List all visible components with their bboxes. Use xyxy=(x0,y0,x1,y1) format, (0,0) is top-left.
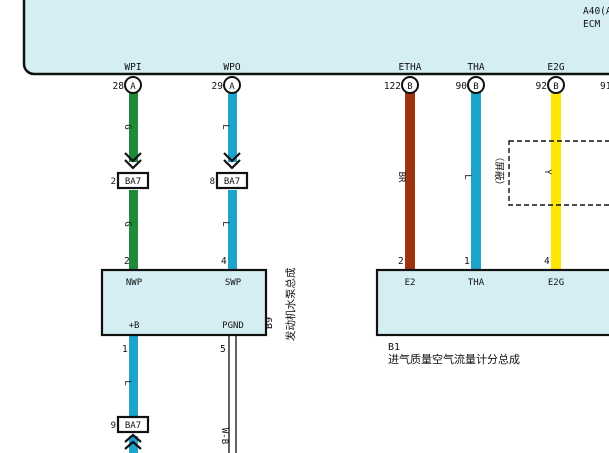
connector-letter: A xyxy=(130,82,136,92)
connector-chevron-icon xyxy=(223,152,241,170)
connector-letter: B xyxy=(473,82,478,92)
pump-name: 发动机水泵总成 xyxy=(284,267,297,341)
pump-pin-number: 2 xyxy=(124,256,130,267)
pin-number: 122 xyxy=(384,81,401,92)
connector-pin: 2 xyxy=(111,177,116,187)
connector-name: BA7 xyxy=(125,177,141,187)
connector-letter: B xyxy=(553,82,558,92)
connector-name: BA7 xyxy=(125,421,141,431)
ecm-block xyxy=(22,0,609,76)
pin-number: 91 xyxy=(600,81,609,92)
pin-name-wpi: WPI xyxy=(124,62,141,73)
connector-circle xyxy=(547,76,565,94)
pin-name-e2g: E2G xyxy=(547,62,564,73)
maf-pin-name: E2 xyxy=(405,278,416,288)
ecm-label: ECM xyxy=(583,19,600,30)
connector-chevron-icon xyxy=(124,433,142,450)
pin-name-wpo: WPO xyxy=(223,62,240,73)
pump-pin-name: SWP xyxy=(225,278,242,288)
ecm-pin-extra: 91 xyxy=(600,81,609,92)
pump-id: B9 xyxy=(264,317,275,329)
connector-circle xyxy=(467,76,485,94)
pump-pin-name: NWP xyxy=(126,278,143,288)
connector-chevron-icon xyxy=(124,152,142,170)
wire-color-label: G xyxy=(122,221,132,226)
wire-wpi-lower xyxy=(129,190,138,270)
connector-box xyxy=(116,171,150,190)
maf-pin-number: 1 xyxy=(464,256,470,267)
wire-color-label: G xyxy=(122,124,132,129)
wire-e2g xyxy=(551,92,561,270)
wire-color-label: L xyxy=(220,221,230,226)
inline-connector-ba7-bottom: BA7 9 xyxy=(111,415,150,450)
ecm-pin-e2g: 92 B xyxy=(536,76,565,94)
pump-pin-name: +B xyxy=(129,321,140,331)
wire-color-label: BR xyxy=(396,172,406,183)
ecm-pin-tha: 90 B xyxy=(456,76,485,94)
maf-pin-number: 4 xyxy=(544,256,550,267)
inline-connector-ba7-right: BA7 8 xyxy=(210,152,249,190)
pin-name-etha: ETHA xyxy=(399,62,422,73)
ecm-pin-etha: 122 B xyxy=(384,76,419,94)
wire-color-label: L xyxy=(220,124,230,129)
connector-box xyxy=(215,171,249,190)
maf-block xyxy=(375,268,609,337)
connector-circle xyxy=(223,76,241,94)
pump-pin-number: 4 xyxy=(221,256,227,267)
maf-id: B1 xyxy=(388,342,400,353)
connector-circle xyxy=(401,76,419,94)
maf-name: 进气质量空气流量计分总成 xyxy=(388,352,520,366)
maf-pin-name: THA xyxy=(468,278,485,288)
ecm-pin-wpi: 28 A xyxy=(113,76,142,94)
pin-number: 90 xyxy=(456,81,468,92)
pump-pin-number: 5 xyxy=(220,344,226,355)
shield-box xyxy=(508,140,609,206)
wire-b9-plus xyxy=(129,336,138,416)
maf-meter-b1: 2 1 4 E2 THA E2G B1 进气质量空气流量计分总成 xyxy=(375,256,609,366)
wire-color-label: W-B xyxy=(219,428,229,444)
inline-connector-ba7-left: BA7 2 xyxy=(111,152,150,190)
connector-name: BA7 xyxy=(224,177,240,187)
pump-pin-name: PGND xyxy=(222,321,244,331)
connector-pin: 8 xyxy=(210,177,215,187)
ecm-label-connector: A40(A xyxy=(583,6,609,17)
pin-name-tha: THA xyxy=(467,62,484,73)
wire-color-label: L xyxy=(122,380,132,385)
pump-block xyxy=(100,268,268,337)
wire-tha xyxy=(471,92,481,270)
wire-etha xyxy=(405,92,415,270)
wire-wpo-upper xyxy=(228,92,237,162)
wire-color-label: Y xyxy=(542,169,552,175)
connector-letter: B xyxy=(407,82,412,92)
connector-pin: 9 xyxy=(111,421,116,431)
pin-number: 92 xyxy=(536,81,547,92)
ecm-pin-wpo: 29 A xyxy=(212,76,241,94)
connector-circle xyxy=(124,76,142,94)
wire-color-label: L xyxy=(462,174,472,179)
water-pump-b9: 2 4 NWP SWP +B PGND 1 5 B9 发动机水泵总成 xyxy=(100,256,297,355)
wire-b9-plus-below xyxy=(129,436,138,453)
pin-number: 28 xyxy=(113,81,125,92)
pump-pin-number: 1 xyxy=(122,344,128,355)
pin-number: 29 xyxy=(212,81,224,92)
connector-letter: A xyxy=(229,82,235,92)
maf-pin-number: 2 xyxy=(398,256,404,267)
wire-wpi-upper xyxy=(129,92,138,162)
shield-label: （屏蔽） xyxy=(493,152,505,190)
maf-pin-name: E2G xyxy=(548,278,564,288)
connector-box xyxy=(116,415,150,434)
wire-wpo-lower xyxy=(228,190,237,270)
